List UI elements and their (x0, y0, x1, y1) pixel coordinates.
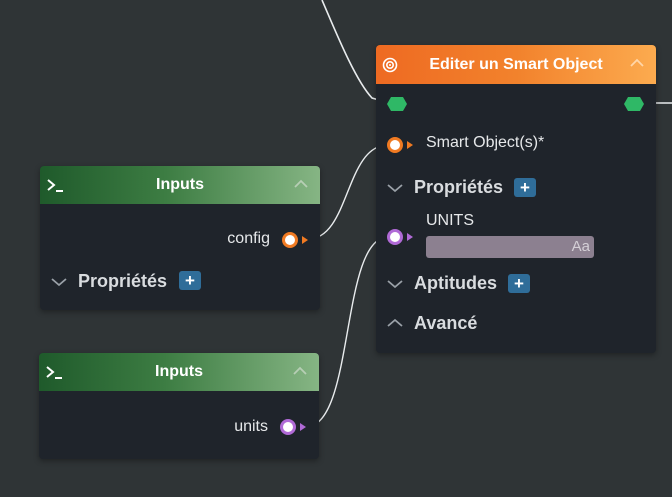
chevron-down-icon[interactable] (387, 183, 403, 193)
exec-input-port[interactable] (387, 97, 407, 111)
inputs-node-config-header[interactable]: Inputs (40, 166, 320, 204)
chevron-down-icon[interactable] (51, 277, 67, 287)
units-input[interactable]: Aa (426, 236, 594, 258)
target-icon (382, 57, 398, 73)
add-aptitude-button[interactable]: + (508, 274, 530, 293)
chevron-up-icon[interactable] (294, 179, 308, 189)
inputs-node-config[interactable]: Inputs config Propriétés + (40, 166, 320, 310)
chevron-down-icon[interactable] (387, 279, 403, 289)
output-arrow-units (300, 423, 306, 431)
section-aptitudes[interactable]: Aptitudes (414, 273, 497, 293)
units-label: UNITS (426, 212, 474, 229)
chevron-up-icon[interactable] (630, 58, 644, 68)
chevron-up-icon[interactable] (387, 318, 403, 328)
text-type-icon: Aa (571, 238, 590, 255)
output-port-units[interactable] (280, 419, 296, 435)
input-arrow-units (407, 233, 413, 241)
edit-smart-object-header[interactable]: Editer un Smart Object (376, 45, 656, 84)
input-arrow-smart-objects (407, 141, 413, 149)
inputs-node-units-header[interactable]: Inputs (39, 353, 319, 391)
inputs-node-config-title: Inputs (156, 176, 204, 193)
input-port-smart-objects[interactable] (387, 137, 403, 153)
output-arrow-config (302, 236, 308, 244)
terminal-icon (46, 366, 62, 379)
exec-output-port[interactable] (624, 97, 644, 111)
output-label-config: config (227, 230, 270, 247)
output-port-config[interactable] (282, 232, 298, 248)
wire-units-to-units[interactable] (305, 236, 389, 428)
section-avance[interactable]: Avancé (414, 313, 478, 333)
input-label-smart-objects: Smart Object(s)* (426, 134, 545, 151)
add-property-button[interactable]: + (514, 178, 536, 197)
exec-wire-in[interactable] (321, 0, 391, 104)
inputs-node-units[interactable]: Inputs units (39, 353, 319, 459)
inputs-node-units-title: Inputs (155, 363, 203, 380)
edit-smart-object-node[interactable]: Editer un Smart Object Smart Object(s)* … (376, 45, 656, 353)
output-label-units: units (234, 418, 268, 435)
input-port-units[interactable] (387, 229, 403, 245)
wire-config-to-smart-object[interactable] (307, 144, 389, 240)
terminal-icon (47, 179, 63, 192)
section-proprietes[interactable]: Propriétés (78, 271, 168, 291)
section-proprietes[interactable]: Propriétés (414, 177, 504, 197)
add-property-button[interactable]: + (179, 271, 201, 290)
edit-smart-object-title: Editer un Smart Object (429, 55, 603, 73)
chevron-up-icon[interactable] (293, 366, 307, 376)
